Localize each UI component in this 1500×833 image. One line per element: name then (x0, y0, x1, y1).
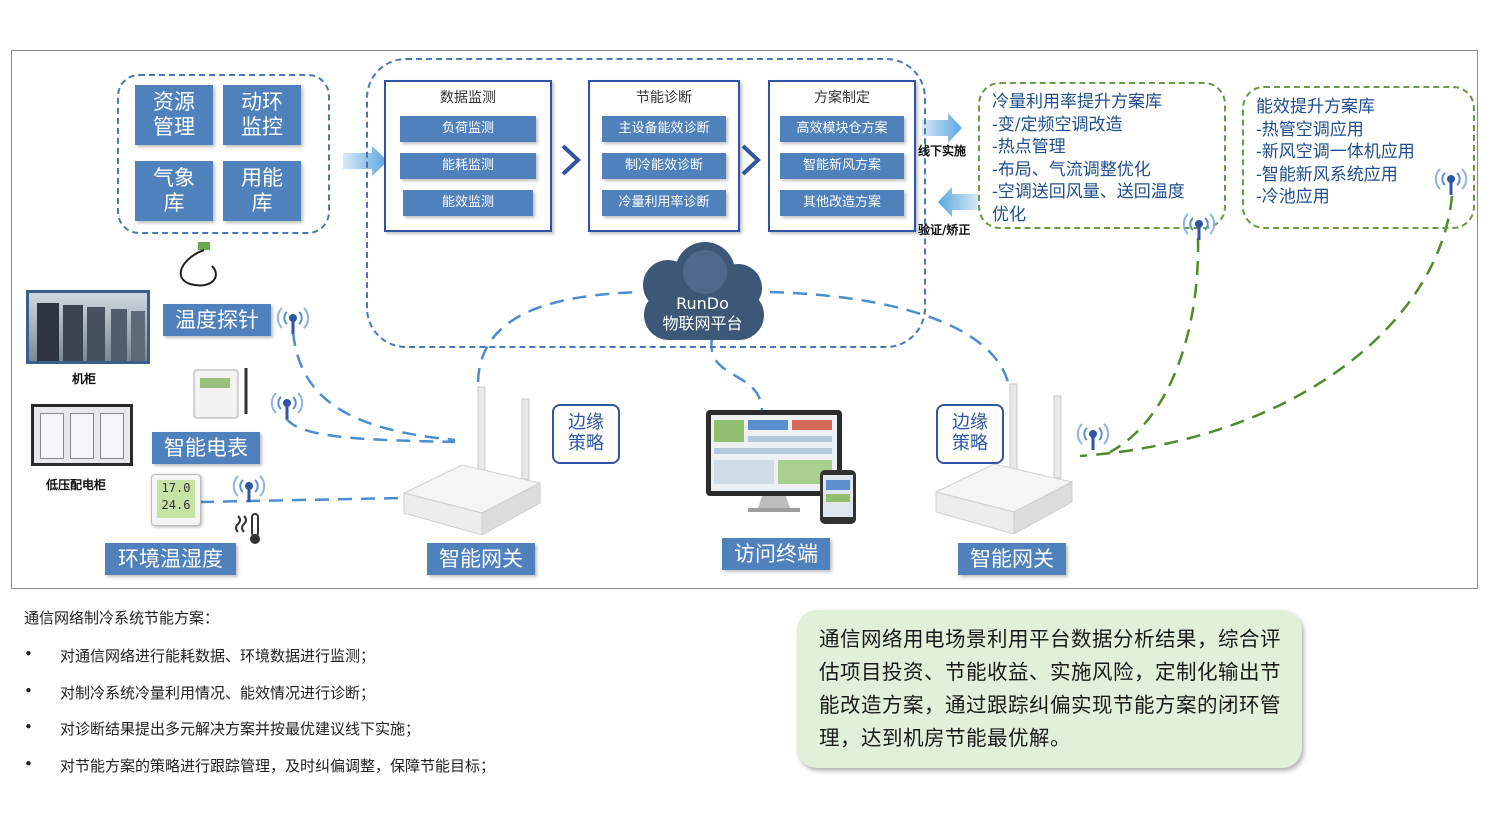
bullet-item: 对诊断结果提出多元解决方案并按最优建议线下实施； (60, 720, 421, 738)
bullet-item: 对通信网络进行能耗数据、环境数据进行监测； (60, 647, 376, 665)
panel-item: 负荷监测 (400, 116, 536, 142)
cloud-icon (643, 242, 764, 340)
panel-item: 智能新风方案 (780, 153, 904, 179)
link-library-gateway-b (1079, 195, 1454, 458)
edge-strategy-left: 边缘 策略 (552, 404, 620, 464)
cloud-label: RunDo 物联网平台 (630, 294, 775, 334)
gateway-left-label: 智能网关 (427, 543, 535, 575)
chevron-icon (561, 144, 581, 176)
library-line: -智能新风系统应用 (1256, 164, 1398, 185)
arrow-offline (922, 113, 962, 143)
lv-cabinet-label: 低压配电柜 (46, 478, 107, 492)
bullet-dot: • (24, 754, 33, 773)
cabinet-label: 机柜 (72, 372, 97, 386)
efficiency-library-text: 能效提升方案库-热管空调应用-新风空调一体机应用-智能新风系统应用-冷池应用 (1256, 96, 1415, 209)
wireless-icon (276, 307, 310, 334)
temp-probe-icon (179, 242, 217, 287)
bullet-item: 对制冷系统冷量利用情况、能效情况进行诊断； (60, 683, 376, 702)
diagram-frame (11, 50, 1478, 589)
terminal-label: 访问终端 (722, 538, 830, 570)
temp-probe-label: 温度探针 (163, 304, 271, 336)
library-line: -新风空调一体机应用 (1256, 142, 1415, 162)
sensor-reading-humidity: 24.6 (161, 498, 191, 512)
arrow-verify (938, 187, 978, 217)
wireless-icon (232, 475, 266, 502)
library-line: -热点管理 (992, 137, 1066, 157)
gateway-left-icon (402, 386, 542, 535)
link-env-gateway (199, 496, 403, 504)
wireless-icon (1076, 423, 1110, 450)
terminal-icon (706, 410, 856, 524)
library-line: -变/定频空调改造 (992, 114, 1123, 135)
gateway-right-label: 智能网关 (958, 543, 1066, 575)
verify-label: 验证/矫正 (918, 223, 971, 237)
library-line: -布局、气流调整优化 (992, 159, 1151, 180)
panel-item: 能耗监测 (400, 153, 536, 179)
smart-meter-icon (193, 368, 248, 419)
panel-item: 高效模块仓方案 (780, 116, 904, 142)
link-gateway-cloud-left (476, 290, 641, 383)
source-tile: 用能 库 (223, 161, 301, 221)
smart-meter-label: 智能电表 (152, 432, 260, 464)
summary-box: 通信网络用电场景利用平台数据分析结果，综合评估项目投资、节能收益、实施风险，定制… (797, 610, 1302, 768)
library-line: 优化 (992, 204, 1026, 225)
link-cloud-terminal (710, 337, 764, 411)
thermometer-icon (235, 513, 260, 544)
panel-item: 制冷能效诊断 (602, 153, 726, 179)
link-meter-gateway (284, 417, 456, 444)
env-sensor-label: 环境温湿度 (105, 543, 236, 575)
cooling-library-text: 冷量利用率提升方案库-变/定频空调改造-热点管理-布局、气流调整优化-空调送回风… (992, 91, 1185, 226)
bullet-dot: • (24, 645, 33, 663)
arrow-to-platform (343, 146, 388, 176)
bullet-item: 对节能方案的策略进行跟踪管理，及时纠偏调整，保障节能目标； (60, 756, 496, 775)
cloud-title: RunDo (676, 294, 729, 313)
panel-item: 其他改造方案 (780, 190, 904, 216)
panel-item: 冷量利用率诊断 (602, 190, 726, 216)
link-probe-gateway (291, 331, 456, 442)
wireless-icon (270, 392, 304, 419)
lv-cabinet-image (31, 404, 133, 466)
link-library-gateway-a (1109, 237, 1200, 454)
bullet-dot: • (24, 718, 33, 736)
source-tile: 动环 监控 (223, 85, 301, 145)
library-line: -热管空调应用 (1256, 119, 1364, 140)
edge-strategy-right: 边缘 策略 (936, 404, 1004, 464)
panel-title: 数据监测 (440, 90, 496, 106)
cooling-library (978, 82, 1226, 229)
offline-label: 线下实施 (918, 144, 967, 158)
data-sources-group (117, 74, 330, 234)
panel-item: 能效监测 (403, 190, 533, 216)
panel-title: 节能诊断 (636, 90, 692, 106)
library-line: 冷量利用率提升方案库 (992, 92, 1162, 112)
bullet-dot: • (24, 681, 33, 700)
panel-item: 主设备能效诊断 (602, 116, 726, 142)
panel-title: 方案制定 (814, 90, 870, 106)
cloud-subtitle: 物联网平台 (662, 314, 743, 333)
chevron-icon (741, 144, 761, 176)
bottom-heading: 通信网络制冷系统节能方案： (24, 609, 220, 627)
env-sensor-image: 17.0 24.6 (151, 474, 201, 526)
source-tile: 气象 库 (135, 161, 213, 221)
wireless-icon (1182, 213, 1216, 240)
source-tile: 资源 管理 (135, 85, 213, 145)
sensor-reading-temp: 17.0 (161, 481, 191, 495)
efficiency-library (1242, 86, 1475, 229)
library-line: -空调送回风量、送回温度 (992, 182, 1185, 202)
wireless-icon (1434, 168, 1468, 195)
cabinet-image (26, 290, 150, 364)
library-line: -冷池应用 (1256, 187, 1330, 207)
platform-group (366, 58, 926, 348)
gateway-right-icon (934, 383, 1074, 534)
library-line: 能效提升方案库 (1256, 97, 1375, 117)
link-gateway-cloud-right (769, 290, 1010, 383)
